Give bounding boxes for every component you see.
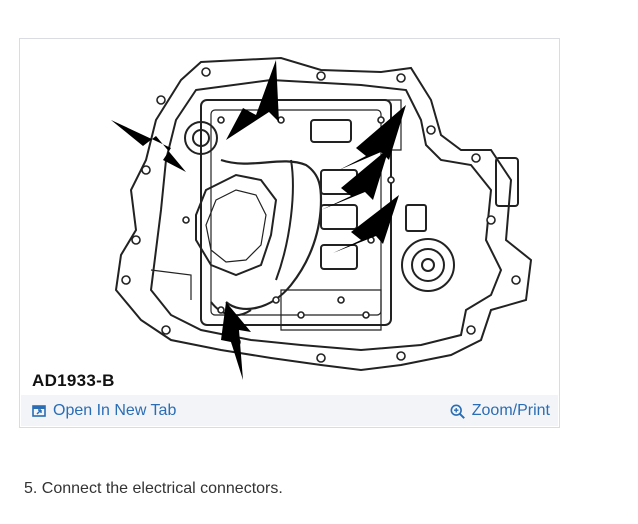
open-in-new-tab-label: Open In New Tab (53, 401, 177, 419)
figure-card: AD1933-B Open In New Tab Zoom/Print (19, 38, 560, 428)
open-in-new-tab-link[interactable]: Open In New Tab (31, 402, 176, 420)
zoom-print-link[interactable]: Zoom/Print (450, 402, 550, 420)
diagram-svg (111, 56, 533, 380)
step-instruction: 5. Connect the electrical connectors. (24, 480, 283, 497)
magnifier-plus-icon (450, 403, 466, 419)
transmission-valve-body-diagram (21, 40, 558, 395)
figure-code: AD1933-B (32, 371, 115, 390)
open-new-tab-icon (31, 403, 47, 419)
zoom-print-label: Zoom/Print (471, 401, 550, 419)
figure-toolbar: Open In New Tab Zoom/Print (21, 395, 558, 426)
